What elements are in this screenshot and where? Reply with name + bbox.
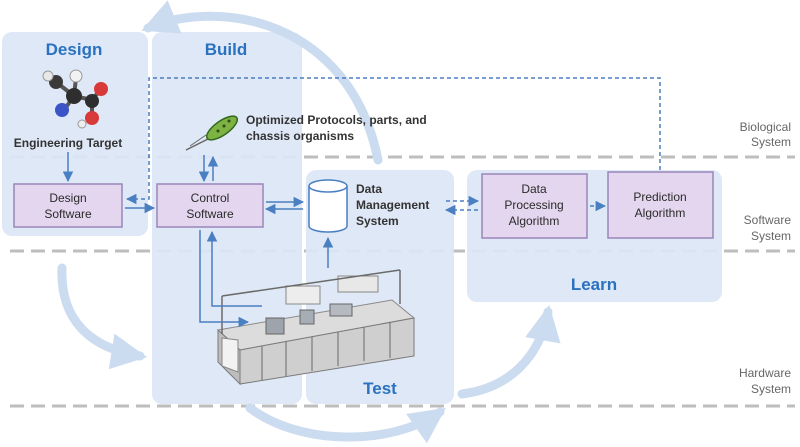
bacterium-icon [185,115,239,151]
protocols-label-line2: chassis organisms [246,129,354,143]
control-software-label-line2: Software [186,207,234,221]
prediction-label-line2: Algorithm [635,206,686,220]
design-software-label-line2: Software [44,207,92,221]
data-processing-box: Data Processing Algorithm [481,173,588,239]
protocols-label-line1: Optimized Protocols, parts, and [246,113,427,127]
design-panel-title: Design [46,40,103,59]
biological-layer-label-line1: Biological [740,120,791,134]
test-panel-title: Test [363,379,397,398]
layer-labels: Biological System Software System Hardwa… [739,120,791,396]
build-panel-title: Build [205,40,248,59]
data-processing-label-line2: Processing [504,198,563,212]
data-management-label-line2: Management [356,198,429,212]
software-layer-label-line2: System [751,229,791,243]
dashed-connector-arrows [125,77,661,216]
cycle-arrows [57,0,561,444]
software-layer-label-line1: Software [744,213,792,227]
design-software-box: Design Software [13,183,123,228]
prediction-label-line1: Prediction [633,190,686,204]
data-management-label-line1: Data [356,182,382,196]
control-software-label-line1: Control [191,191,230,205]
database-icon [308,179,348,233]
hardware-layer-label-line1: Hardware [739,366,791,380]
connector-arrows [62,152,334,328]
prediction-box: Prediction Algorithm [607,171,714,239]
learn-panel-title: Learn [571,275,617,294]
control-software-box: Control Software [156,183,264,228]
data-processing-label-line1: Data [521,182,547,196]
engineering-target-label: Engineering Target [14,136,122,150]
lab-automation-robot-icon [216,269,416,386]
data-processing-label-line3: Algorithm [509,214,560,228]
molecule-icon [42,69,108,129]
design-software-label-line1: Design [49,191,86,205]
hardware-layer-label-line2: System [751,382,791,396]
data-management-label-line3: System [356,214,399,228]
biological-layer-label-line2: System [751,135,791,149]
